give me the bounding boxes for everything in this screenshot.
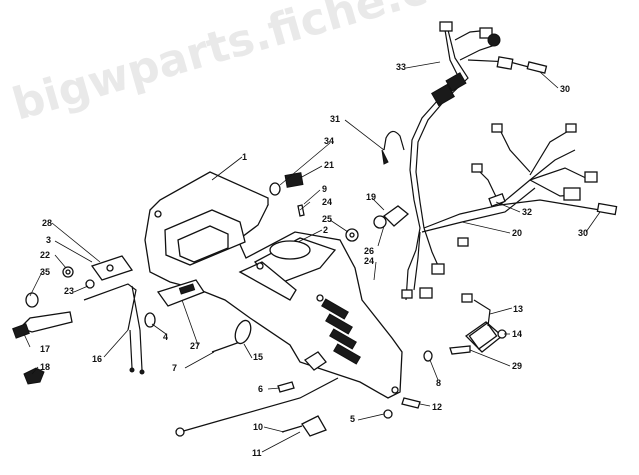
callout-18: 18	[40, 362, 50, 372]
temperature-sensor	[381, 130, 405, 165]
callout-32: 32	[522, 207, 532, 217]
callout-19: 19	[366, 192, 376, 202]
light-switch-wire	[211, 319, 252, 353]
callout-17: 17	[40, 344, 50, 354]
callout-13: 13	[513, 304, 523, 314]
tether-switch	[373, 205, 410, 229]
callout-15: 15	[253, 352, 263, 362]
switch-grommet	[144, 312, 156, 328]
callout-14: 14	[512, 329, 522, 339]
callout-31: 31	[330, 114, 340, 124]
callout-10: 10	[253, 422, 263, 432]
screw-12	[401, 397, 421, 409]
callout-35: 35	[40, 267, 50, 277]
callout-16: 16	[92, 354, 102, 364]
callout-labels: 1 2 3 4 5 6 7 8 9 10 11 12 13 14 15 16 1…	[40, 62, 588, 458]
callout-21: 21	[324, 160, 334, 170]
lock-nut	[62, 266, 74, 278]
callout-30b: 30	[578, 228, 588, 238]
callout-28: 28	[42, 218, 52, 228]
washer-8	[423, 350, 433, 362]
callout-34: 34	[324, 136, 334, 146]
callout-5: 5	[350, 414, 355, 424]
callout-6: 6	[258, 384, 263, 394]
callout-20: 20	[512, 228, 522, 238]
callout-25: 25	[322, 214, 332, 224]
ground-clip	[281, 415, 327, 437]
headlight-dimmer-switch	[156, 279, 205, 307]
callout-26: 26	[364, 246, 374, 256]
choke-cable	[129, 329, 145, 375]
ground-wire	[175, 377, 339, 437]
callout-12: 12	[432, 402, 442, 412]
console-housing	[144, 171, 403, 399]
callout-22: 22	[40, 250, 50, 260]
screw-9	[297, 204, 305, 217]
wiring-harness	[401, 21, 618, 301]
ignition-key-switch	[12, 311, 73, 339]
callout-8: 8	[436, 378, 441, 388]
bulb-grommet	[269, 182, 281, 196]
callout-29: 29	[512, 361, 522, 371]
callout-11: 11	[252, 448, 262, 458]
nut-5	[383, 409, 393, 419]
callout-24a: 24	[322, 197, 332, 207]
callout-9: 9	[322, 184, 327, 194]
callout-24b: 24	[364, 256, 374, 266]
washer	[85, 279, 95, 289]
watermark: bigwparts.fiche.com	[7, 0, 506, 131]
choke-cable-bracket	[90, 255, 134, 281]
callout-2: 2	[323, 225, 328, 235]
callout-27: 27	[190, 341, 200, 351]
callout-7: 7	[172, 363, 177, 373]
callout-4: 4	[163, 332, 168, 342]
grommet-25	[345, 228, 359, 242]
callout-33: 33	[396, 62, 406, 72]
callout-1: 1	[242, 152, 247, 162]
indicator-bulb	[284, 172, 304, 188]
voltage-regulator	[449, 293, 504, 355]
callout-23: 23	[64, 286, 74, 296]
key	[23, 367, 45, 385]
grommet	[25, 292, 39, 308]
callout-3: 3	[46, 235, 51, 245]
callout-30a: 30	[560, 84, 570, 94]
leader-lines	[23, 61, 601, 453]
screw-6	[277, 381, 295, 393]
throttle-cable	[83, 283, 141, 331]
